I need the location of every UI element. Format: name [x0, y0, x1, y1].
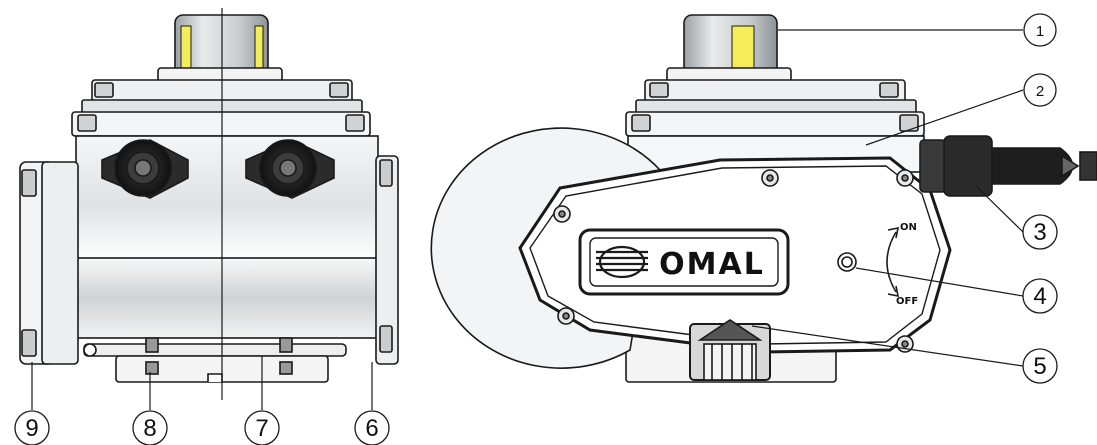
callout-4: 4 [855, 267, 1058, 314]
callout-5-label: 5 [1033, 353, 1046, 380]
top-cover-left [71, 79, 371, 137]
callout-4-label: 4 [1033, 283, 1046, 310]
brand-logo-text: OMAL [659, 247, 765, 282]
callout-8-label: 8 [143, 415, 156, 442]
omal-logo-mark [596, 245, 648, 279]
callout-6: 6 [354, 362, 390, 445]
callout-2: 2 [865, 73, 1057, 146]
cable-gland-left-1 [101, 139, 189, 199]
end-cap-right [375, 155, 399, 365]
callout-8: 8 [132, 372, 168, 445]
side-connector [919, 135, 1097, 197]
callout-6-label: 6 [365, 415, 378, 442]
indicator-dome-right [666, 14, 792, 83]
front-view [19, 8, 399, 400]
switch-off-label: OFF [896, 296, 918, 307]
override-knob [837, 252, 857, 272]
callout-9-label: 9 [25, 415, 38, 442]
callout-1: 1 [778, 13, 1057, 47]
housing-screws [553, 169, 914, 353]
end-cap-left [19, 161, 79, 365]
callout-1-label: 1 [1036, 23, 1044, 40]
indicator-dome-left [157, 14, 283, 83]
on-off-arrow [886, 226, 900, 298]
brand-logo-plate: OMAL [578, 228, 790, 296]
top-cover-right [625, 79, 925, 137]
callout-3: 3 [975, 185, 1058, 250]
drive-pinion [689, 319, 771, 381]
side-view: OMAL [430, 14, 1097, 383]
callout-9: 9 [14, 362, 50, 445]
callout-7-label: 7 [255, 415, 268, 442]
bottom-rail [83, 337, 347, 383]
callout-2-label: 2 [1036, 83, 1044, 100]
callout-3-label: 3 [1033, 219, 1046, 246]
cylinder-body [75, 257, 379, 339]
switch-on-label: ON [900, 222, 917, 233]
callout-5: 5 [751, 325, 1058, 384]
cable-gland-left-2 [245, 139, 335, 199]
callout-7: 7 [244, 356, 280, 445]
